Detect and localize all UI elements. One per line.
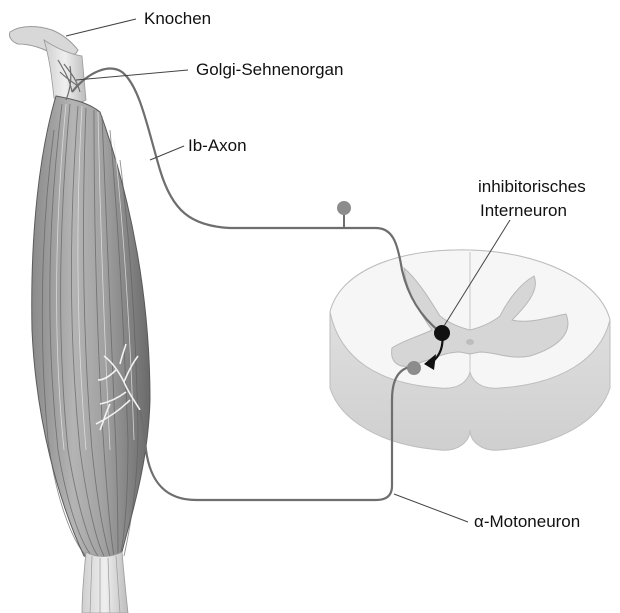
dorsal-root-ganglion: [337, 201, 351, 215]
label-interneuron-line2: Interneuron: [480, 201, 567, 221]
motoneuron-soma: [407, 361, 421, 375]
label-bone: Knochen: [144, 9, 211, 29]
label-ib-axon: Ib-Axon: [188, 136, 247, 156]
label-interneuron-line1: inhibitorisches: [478, 177, 586, 197]
label-motoneuron: α-Motoneuron: [474, 512, 580, 532]
spinal-cord: [330, 250, 610, 450]
label-golgi-organ: Golgi-Sehnenorgan: [196, 60, 343, 80]
lower-tendon: [82, 552, 128, 613]
